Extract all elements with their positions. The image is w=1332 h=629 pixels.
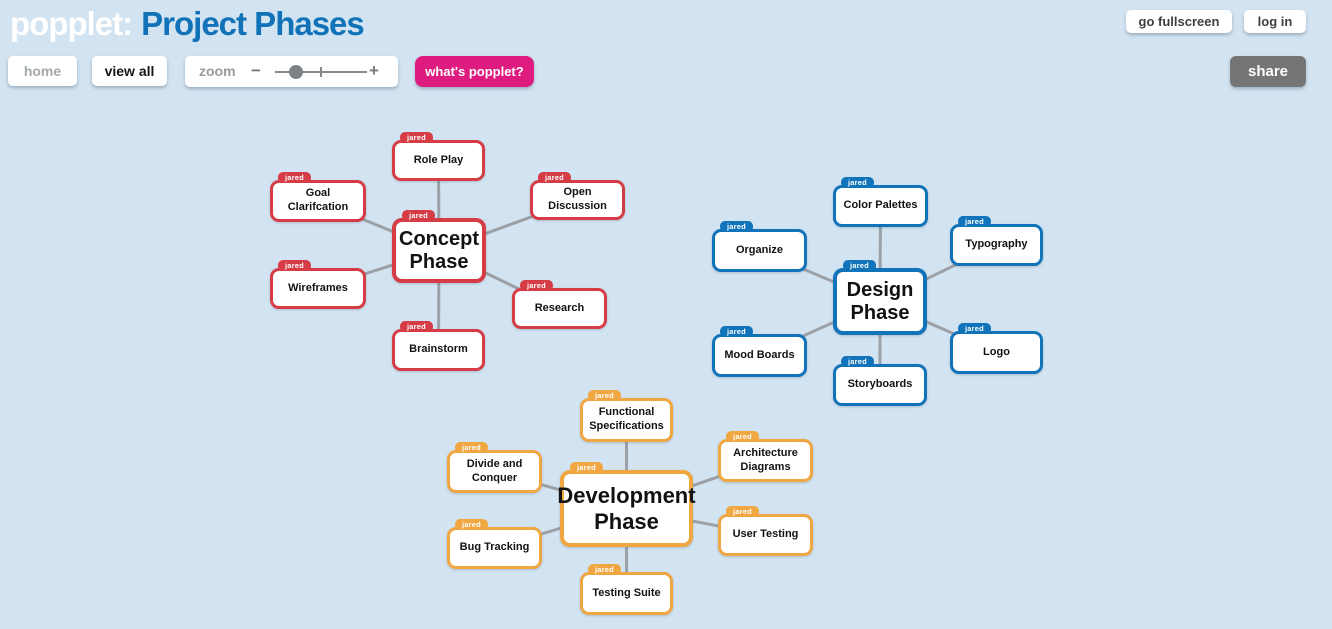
go-fullscreen-button[interactable]: go fullscreen: [1126, 10, 1232, 33]
log-in-button[interactable]: log in: [1244, 10, 1306, 33]
zoom-slider-tick: [320, 67, 322, 77]
header-title-bar: popplet: Project Phases: [10, 1, 365, 47]
popplet-logo: popplet:: [10, 5, 133, 42]
board-title: Project Phases: [141, 5, 365, 42]
author-tag: jared: [726, 431, 759, 442]
node-label: Development Phase: [557, 483, 696, 534]
author-tag: jared: [402, 210, 435, 221]
node-label: Open Discussion: [548, 186, 607, 212]
node-label: Concept Phase: [399, 227, 479, 273]
node-label: Goal Clarifcation: [287, 187, 349, 213]
zoom-label: zoom: [199, 63, 236, 79]
author-tag: jared: [400, 321, 433, 332]
author-tag: jared: [278, 260, 311, 271]
author-tag: jared: [841, 177, 874, 188]
whats-popplet-button[interactable]: what's popplet?: [415, 56, 534, 87]
author-tag: jared: [588, 390, 621, 401]
author-tag: jared: [841, 356, 874, 367]
author-tag: jared: [455, 442, 488, 453]
zoom-slider-handle[interactable]: [289, 65, 303, 79]
node-label: Design Phase: [846, 278, 914, 324]
zoom-in-icon[interactable]: +: [369, 61, 379, 80]
node-label: Mood Boards: [724, 348, 795, 361]
author-tag: jared: [958, 323, 991, 334]
author-tag: jared: [278, 172, 311, 183]
node-label: Color Palettes: [843, 199, 918, 212]
share-button[interactable]: share: [1230, 56, 1306, 87]
author-tag: jared: [958, 216, 991, 227]
node-label: Bug Tracking: [459, 541, 530, 554]
author-tag: jared: [570, 462, 603, 473]
node-label: Wireframes: [288, 281, 348, 294]
author-tag: jared: [843, 260, 876, 271]
author-tag: jared: [720, 326, 753, 337]
node-label: Functional Specifications: [589, 406, 664, 432]
author-tag: jared: [538, 172, 571, 183]
node-label: User Testing: [732, 528, 799, 541]
author-tag: jared: [588, 564, 621, 575]
zoom-out-icon[interactable]: −: [251, 61, 261, 80]
node-label: Logo: [983, 345, 1010, 358]
home-button[interactable]: home: [8, 56, 77, 86]
node-label: Testing Suite: [592, 586, 661, 599]
node-label: Brainstorm: [409, 343, 468, 356]
node-label: Architecture Diagrams: [733, 446, 798, 473]
node-label: Research: [534, 301, 585, 314]
node-label: Typography: [965, 238, 1028, 251]
author-tag: jared: [455, 519, 488, 530]
author-tag: jared: [726, 506, 759, 517]
node-label: Divide and Conquer: [466, 457, 523, 484]
node-label: Organize: [735, 243, 784, 256]
zoom-control: zoom − +: [185, 56, 398, 87]
author-tag: jared: [520, 280, 553, 291]
node-label: Role Play: [413, 153, 464, 166]
author-tag: jared: [720, 221, 753, 232]
node-label: Storyboards: [847, 378, 913, 391]
view-all-button[interactable]: view all: [92, 56, 167, 86]
author-tag: jared: [400, 132, 433, 143]
